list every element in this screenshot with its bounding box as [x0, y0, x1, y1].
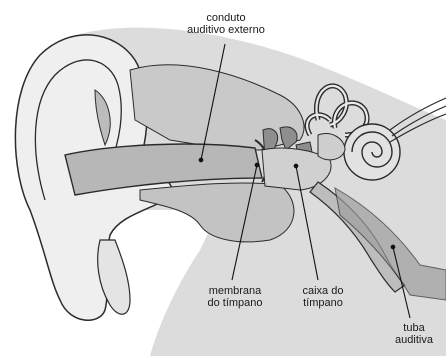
label-eardrum-line1: membrana	[195, 285, 275, 297]
cochlea	[344, 124, 400, 180]
label-tympanic-cavity-line1: caixa do	[288, 285, 358, 297]
label-external-canal: conduto auditivo externo	[178, 12, 274, 36]
label-eardrum: membrana do tímpano	[195, 285, 275, 309]
label-tympanic-cavity: caixa do tímpano	[288, 285, 358, 309]
label-eardrum-line2: do tímpano	[195, 297, 275, 309]
label-auditory-tube: tuba auditiva	[386, 322, 442, 346]
lower-tissue	[140, 183, 294, 242]
label-auditory-tube-line2: auditiva	[386, 334, 442, 346]
label-external-canal-line2: auditivo externo	[178, 24, 274, 36]
label-auditory-tube-line1: tuba	[386, 322, 442, 334]
label-external-canal-line1: conduto	[178, 12, 274, 24]
label-tympanic-cavity-line2: tímpano	[288, 297, 358, 309]
